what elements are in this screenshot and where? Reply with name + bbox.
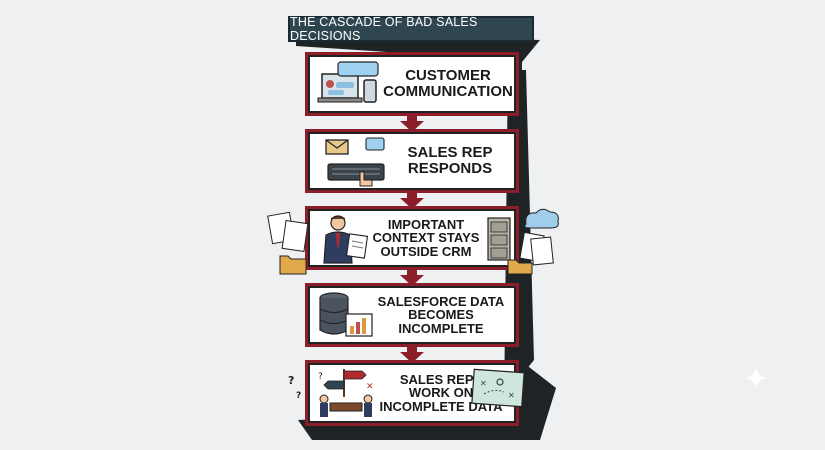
svg-text:?: ? — [296, 391, 301, 401]
arrow-down-icon — [400, 114, 424, 132]
step-context-outside-crm: IMPORTANT CONTEXT STAYS OUTSIDE CRM — [308, 209, 516, 267]
scattered-documents-left-icon — [267, 211, 309, 275]
svg-text:?: ? — [318, 372, 323, 382]
step-4-line-1: SALESFORCE DATA — [377, 293, 505, 309]
step-3-line-3: OUTSIDE CRM — [380, 243, 472, 259]
arrow-down-icon — [400, 345, 424, 363]
step-3-line-1: IMPORTANT — [387, 216, 465, 232]
sparkle-icon — [744, 366, 768, 390]
scattered-documents-right-icon — [507, 208, 559, 275]
step-2-line-1: SALES REP — [407, 144, 493, 162]
svg-text:✕: ✕ — [366, 382, 374, 392]
arrow-down-icon — [400, 268, 424, 286]
step-4-line-3: INCOMPLETE — [398, 320, 484, 336]
strategy-map-icon: ✕ ✕ — [471, 368, 525, 408]
keyboard-email-icon — [325, 137, 385, 187]
file-cabinet-icon — [487, 217, 511, 261]
step-salesforce-data-incomplete: SALESFORCE DATA BECOMES INCOMPLETE — [308, 286, 516, 344]
svg-text:✕: ✕ — [480, 379, 487, 388]
laptop-phone-chat-icon — [317, 61, 379, 103]
step-1-line-2: COMMUNICATION — [383, 83, 513, 100]
diagram-title: THE CASCADE OF BAD SALES DECISIONS — [288, 15, 534, 43]
svg-text:✕: ✕ — [508, 391, 515, 400]
step-5-line-2: WORK ON — [408, 385, 474, 401]
step-2-line-2: RESPONDS — [407, 160, 493, 177]
step-5-line-1: SALES REPS — [399, 371, 483, 387]
step-1-line-1: CUSTOMER — [405, 67, 491, 85]
salesman-documents-icon — [323, 215, 369, 264]
question-marks-icon: ? ? — [288, 374, 301, 401]
step-sales-rep-responds: SALES REP RESPONDS — [308, 132, 516, 190]
arrow-down-icon — [400, 191, 424, 209]
svg-text:?: ? — [288, 374, 294, 387]
step-4-line-2: BECOMES — [408, 307, 474, 323]
confused-team-icon: ? ✕ — [318, 369, 374, 417]
database-chart-icon — [319, 292, 373, 337]
step-3-line-2: CONTEXT STAYS — [372, 230, 480, 246]
step-customer-communication: CUSTOMER COMMUNICATION — [308, 55, 516, 113]
